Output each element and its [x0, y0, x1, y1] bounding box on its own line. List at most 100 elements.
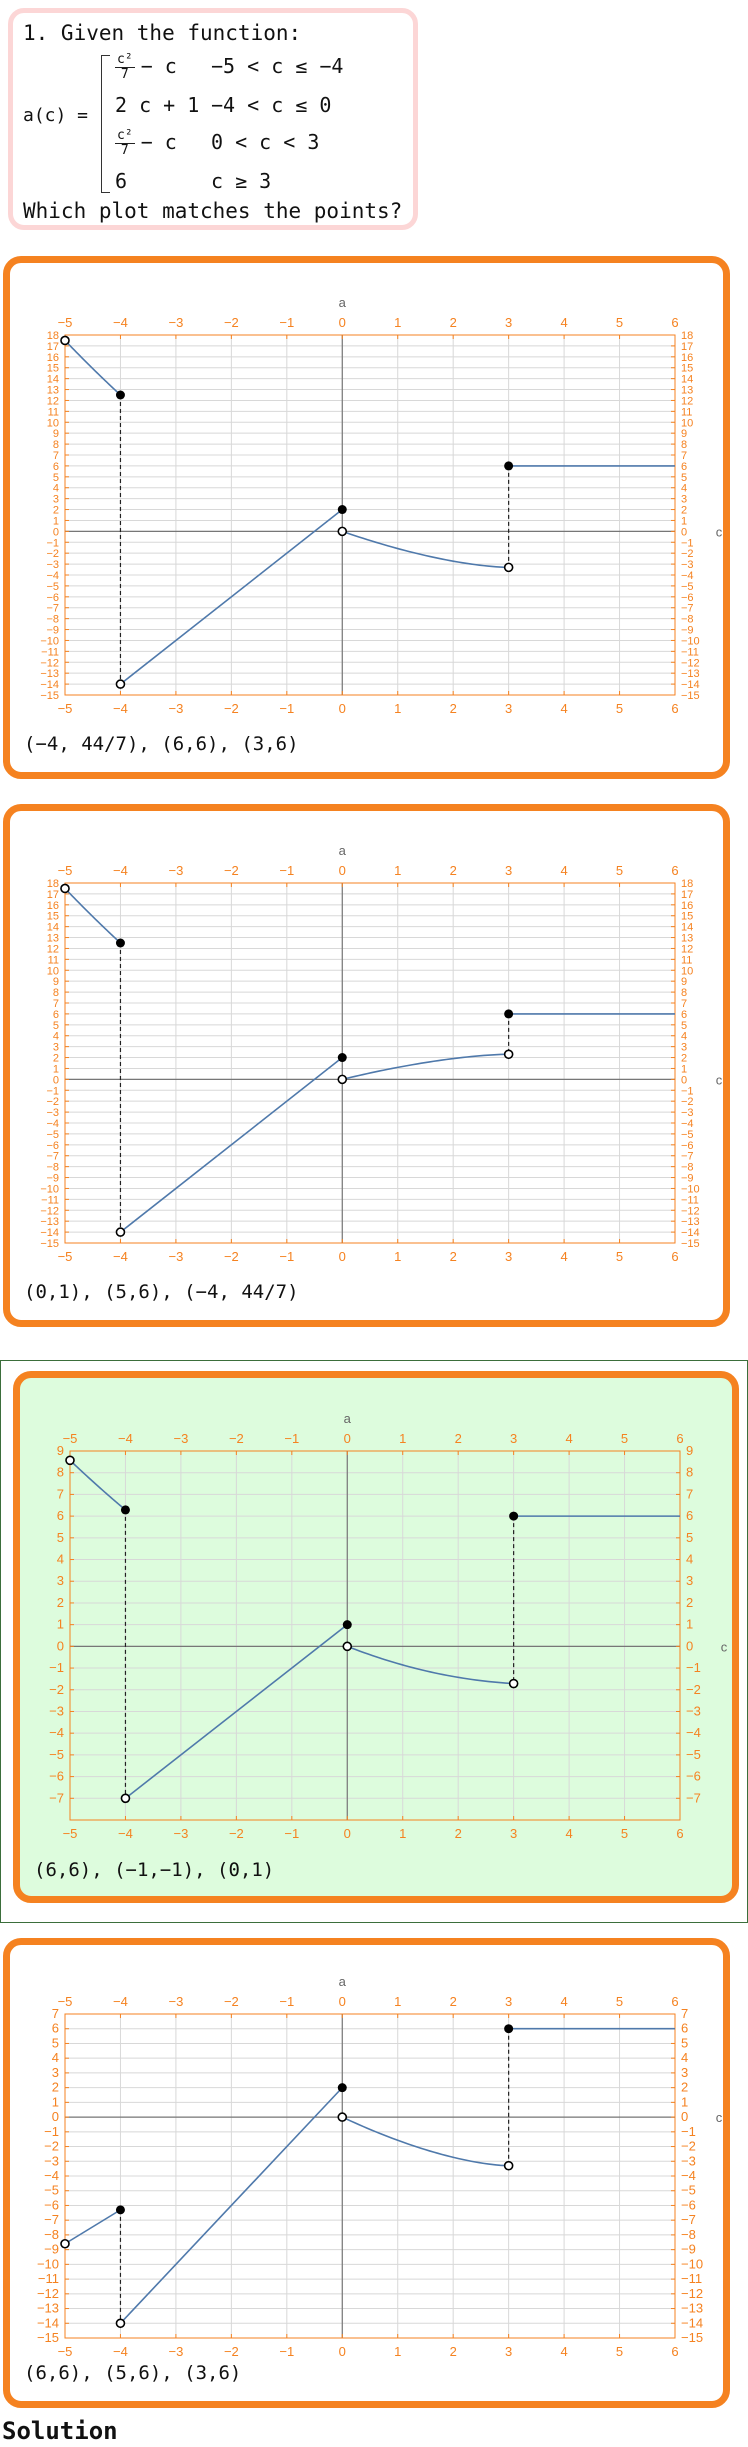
open-point [337, 1074, 348, 1085]
open-point [60, 2238, 70, 2249]
y-tick-label-right: 5 [681, 472, 687, 484]
y-tick-label-left: 7 [53, 450, 59, 462]
y-tick-label-right: 3 [681, 1042, 687, 1054]
x-tick-label-bottom: 2 [450, 2344, 457, 2359]
x-tick-label-top: −4 [113, 315, 128, 330]
y-tick-label-left: 1 [57, 1617, 64, 1632]
y-tick-label-left: −6 [46, 592, 59, 604]
y-tick-label-left: 15 [47, 911, 59, 923]
y-tick-label-left: 4 [53, 483, 59, 495]
y-tick-label-right: −5 [681, 581, 694, 593]
y-tick-label-left: −9 [46, 625, 59, 637]
x-tick-label-bottom: 4 [565, 1826, 572, 1841]
function-case-4: 6 c ≥ 3 [115, 169, 271, 193]
y-tick-label-right: −11 [681, 646, 699, 658]
y-tick-label-right: −6 [681, 1140, 694, 1152]
y-axis-label: a [339, 843, 347, 858]
y-tick-label-right: 15 [681, 363, 693, 375]
y-tick-label-right: −7 [681, 603, 694, 615]
open-point [508, 1678, 519, 1689]
curve-segment [346, 1645, 514, 1685]
x-tick-label-bottom: −5 [58, 2344, 73, 2359]
x-tick-label-top: 3 [505, 1994, 512, 2009]
question-prompt: Which plot matches the points? [23, 199, 403, 223]
x-tick-label-bottom: −5 [58, 701, 73, 716]
y-tick-label-right: −2 [686, 1682, 701, 1697]
x-tick-label-bottom: 2 [455, 1826, 462, 1841]
x-tick-label-top: 4 [560, 863, 567, 878]
closed-point [504, 461, 514, 471]
y-tick-label-left: −1 [49, 1660, 64, 1675]
function-case-2: 2 c + 1−4 < c ≤ 0 [115, 93, 331, 117]
y-tick-label-left: −10 [37, 2256, 59, 2271]
y-tick-label-right: −9 [681, 625, 694, 637]
y-tick-label-left: 13 [47, 933, 59, 945]
x-tick-label-top: 1 [399, 1431, 406, 1446]
open-point [503, 1049, 514, 1060]
x-tick-label-top: 1 [394, 315, 401, 330]
y-tick-label-left: −7 [44, 2212, 59, 2227]
y-tick-label-right: −5 [681, 2183, 696, 2198]
x-tick-label-top: −1 [279, 315, 294, 330]
x-tick-label-bottom: 6 [671, 701, 678, 716]
y-tick-label-right: −2 [681, 548, 694, 560]
open-point [337, 526, 348, 537]
y-tick-label-right: −2 [681, 1096, 694, 1108]
y-tick-label-left: 6 [57, 1508, 64, 1523]
y-tick-label-left: −12 [40, 1205, 59, 1217]
x-tick-label-bottom: −4 [113, 701, 128, 716]
y-tick-label-right: 2 [681, 2080, 688, 2095]
y-tick-label-right: 0 [681, 1074, 687, 1086]
case-condition: c ≥ 3 [211, 169, 272, 193]
x-tick-label-bottom: −4 [113, 1249, 128, 1264]
curve-segment [119, 508, 343, 685]
y-tick-label-right: −4 [681, 1118, 694, 1130]
y-tick-label-left: 0 [53, 526, 59, 538]
y-tick-label-right: 5 [681, 2035, 688, 2050]
option-1-points: (−4, 44/7), (6,6), (3,6) [24, 733, 299, 755]
x-tick-label-top: 0 [339, 863, 346, 878]
y-tick-label-left: 16 [47, 352, 59, 364]
y-tick-label-left: 4 [53, 1031, 59, 1043]
y-tick-label-right: 7 [681, 450, 687, 462]
y-tick-label-left: 9 [53, 976, 59, 988]
y-tick-label-right: 0 [681, 2109, 688, 2124]
y-tick-label-right: −1 [681, 1085, 694, 1097]
open-point [65, 1455, 75, 1466]
y-tick-label-right: −3 [681, 2153, 696, 2168]
y-tick-label-right: −13 [681, 2301, 703, 2316]
y-tick-label-right: 9 [681, 976, 687, 988]
y-tick-label-right: 10 [681, 417, 693, 429]
x-tick-label-bottom: −2 [224, 2344, 239, 2359]
y-tick-label-left: −14 [40, 1227, 59, 1239]
x-tick-label-top: 5 [616, 1994, 623, 2009]
x-tick-label-top: 1 [394, 863, 401, 878]
option-4-points: (6,6), (5,6), (3,6) [24, 2362, 242, 2384]
open-point [342, 1641, 353, 1652]
y-tick-label-left: −8 [44, 2227, 59, 2242]
option-2-points: (0,1), (5,6), (−4, 44/7) [24, 1281, 299, 1303]
case-expression-text: 6 [115, 169, 128, 193]
y-tick-label-right: 9 [686, 1443, 693, 1458]
y-tick-label-right: 1 [681, 2094, 688, 2109]
y-tick-label-left: −14 [37, 2315, 59, 2330]
y-axis-label: a [339, 295, 347, 310]
x-tick-label-top: 6 [671, 315, 678, 330]
y-tick-label-left: −1 [44, 2124, 59, 2139]
y-tick-label-right: 16 [681, 352, 693, 364]
y-tick-label-right: −11 [681, 2271, 702, 2286]
y-tick-label-left: −12 [37, 2286, 59, 2301]
x-tick-label-top: −3 [173, 1431, 188, 1446]
y-tick-label-left: −13 [40, 668, 59, 680]
y-tick-label-left: −3 [44, 2153, 59, 2168]
y-tick-label-left: 3 [53, 494, 59, 506]
y-tick-label-left: 13 [47, 385, 59, 397]
x-tick-label-bottom: −2 [224, 1249, 239, 1264]
y-tick-label-left: 17 [47, 889, 59, 901]
y-tick-label-left: 0 [52, 2109, 59, 2124]
y-tick-label-right: 6 [681, 1009, 687, 1021]
